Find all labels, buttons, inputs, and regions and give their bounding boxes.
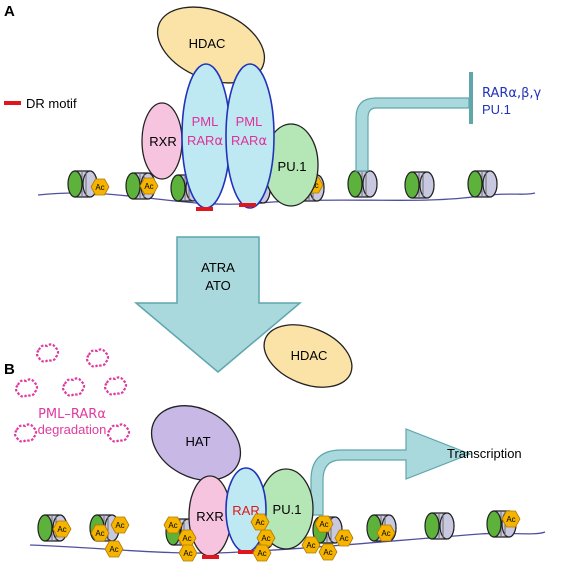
pu1-label-b: PU.1 bbox=[273, 502, 302, 517]
pml-rar-2-line2: RAR bbox=[231, 133, 258, 148]
degraded-fragment-6 bbox=[13, 423, 38, 443]
target-genes-line1: RARα,β,γ bbox=[482, 86, 542, 101]
acetyl-marks-b: Ac Ac Ac Ac Ac Ac Ac Ac Ac Ac Ac Ac Ac A… bbox=[52, 510, 521, 562]
target-gene-arrow bbox=[355, 97, 470, 172]
dr-motif-label: DR motif bbox=[26, 96, 77, 111]
nucleosome-b7 bbox=[424, 512, 455, 540]
repression-bar bbox=[469, 72, 473, 124]
svg-text:Ac: Ac bbox=[57, 525, 66, 534]
svg-text:Ac: Ac bbox=[95, 183, 104, 192]
svg-text:Ac: Ac bbox=[168, 521, 177, 530]
target-genes-line2: PU.1 bbox=[482, 102, 511, 117]
svg-text:Ac: Ac bbox=[339, 534, 348, 543]
panel-b-letter: B bbox=[4, 361, 15, 378]
pml-rar-2-line1: PML bbox=[236, 114, 263, 129]
degraded-fragment-2 bbox=[85, 348, 110, 368]
pml-rar-protein-2: PML RARα bbox=[225, 63, 275, 209]
degradation-line1: PML–RARα bbox=[38, 407, 106, 422]
svg-text:Ac: Ac bbox=[319, 520, 328, 529]
svg-text:Ac: Ac bbox=[144, 182, 153, 191]
acetyl-mark-a2: Ac bbox=[139, 177, 159, 195]
acetyl-mark-b10: Ac bbox=[252, 544, 272, 562]
acetyl-mark-b14: Ac bbox=[334, 529, 354, 547]
rxr-label-a: RXR bbox=[149, 134, 176, 149]
svg-text:Ac: Ac bbox=[182, 534, 191, 543]
acetyl-mark-b4: Ac bbox=[104, 540, 124, 558]
acetyl-mark-b7: Ac bbox=[178, 544, 198, 562]
svg-text:Ac: Ac bbox=[183, 549, 192, 558]
rxr-protein-a: RXR bbox=[141, 102, 183, 180]
nucleosome-a6 bbox=[347, 170, 378, 198]
hdac-protein-a: HDAC bbox=[156, 6, 266, 84]
nucleosome-a7 bbox=[404, 171, 435, 199]
pml-rar-protein-1: PML RARα bbox=[181, 63, 231, 209]
transcription-arrow bbox=[310, 428, 472, 516]
acetyl-mark-b16: Ac bbox=[501, 510, 521, 528]
hat-protein: HAT bbox=[150, 405, 242, 481]
svg-text:Ac: Ac bbox=[381, 529, 390, 538]
hat-label: HAT bbox=[185, 434, 210, 449]
pml-rar-2-greek: α bbox=[258, 134, 267, 149]
degraded-fragment-3 bbox=[14, 378, 39, 398]
nucleosome-a8 bbox=[467, 170, 498, 198]
treatment-arrow: ATRA ATO bbox=[133, 236, 303, 373]
svg-text:RARα: RARα bbox=[187, 133, 223, 149]
acetyl-mark-b2: Ac bbox=[90, 524, 110, 542]
degraded-fragment-1 bbox=[35, 343, 60, 363]
dr-motif-b1 bbox=[202, 555, 219, 559]
acetyl-mark-b1: Ac bbox=[52, 520, 72, 538]
svg-text:Ac: Ac bbox=[109, 545, 118, 554]
pml-rar-1-line2: RAR bbox=[187, 133, 214, 148]
svg-text:Ac: Ac bbox=[261, 534, 270, 543]
pml-rar-1-greek: α bbox=[214, 134, 223, 149]
transcription-label: Transcription bbox=[447, 446, 522, 461]
dr-motif-a1 bbox=[196, 207, 213, 211]
hdac-label-released: HDAC bbox=[291, 348, 328, 363]
dr-motif-legend: DR motif bbox=[4, 96, 77, 111]
panel-a-letter: A bbox=[4, 3, 15, 20]
dr-motif-swatch bbox=[4, 101, 21, 105]
treatment-line1: ATRA bbox=[201, 260, 235, 275]
acetyl-mark-b8: Ac bbox=[250, 513, 270, 531]
degraded-fragment-5 bbox=[103, 376, 128, 396]
degraded-fragment-4 bbox=[61, 377, 86, 397]
acetyl-mark-b3: Ac bbox=[110, 516, 130, 534]
degradation-line2: degradation bbox=[38, 422, 107, 437]
acetyl-mark-b9: Ac bbox=[256, 529, 276, 547]
dr-motif-b2 bbox=[238, 550, 255, 554]
acetyl-mark-b15: Ac bbox=[376, 524, 396, 542]
svg-text:Ac: Ac bbox=[257, 549, 266, 558]
acetyl-mark-b6: Ac bbox=[177, 529, 197, 547]
rar-label: RAR bbox=[232, 503, 259, 518]
rxr-protein-b: RXR bbox=[188, 475, 232, 557]
acetyl-mark-b11: Ac bbox=[314, 515, 334, 533]
svg-text:Ac: Ac bbox=[255, 518, 264, 527]
svg-text:Ac: Ac bbox=[306, 541, 315, 550]
acetyl-mark-a1: Ac bbox=[90, 178, 110, 196]
acetyl-mark-b5: Ac bbox=[163, 516, 183, 534]
svg-text:Ac: Ac bbox=[323, 548, 332, 557]
dr-motif-a2 bbox=[239, 203, 256, 207]
hdac-label-a: HDAC bbox=[189, 36, 226, 51]
svg-text:Ac: Ac bbox=[95, 529, 104, 538]
svg-text:RARα: RARα bbox=[231, 133, 267, 149]
pml-rar-1-line1: PML bbox=[192, 114, 219, 129]
degraded-fragment-7 bbox=[106, 423, 131, 443]
pu1-label-a: PU.1 bbox=[278, 159, 307, 174]
svg-text:Ac: Ac bbox=[506, 515, 515, 524]
hdac-protein-released: HDAC bbox=[263, 324, 353, 388]
acetyl-mark-b13: Ac bbox=[318, 543, 338, 561]
rxr-label-b: RXR bbox=[196, 509, 223, 524]
treatment-line2: ATO bbox=[205, 278, 231, 293]
acetyl-mark-b12: Ac bbox=[301, 536, 321, 554]
svg-text:Ac: Ac bbox=[115, 521, 124, 530]
